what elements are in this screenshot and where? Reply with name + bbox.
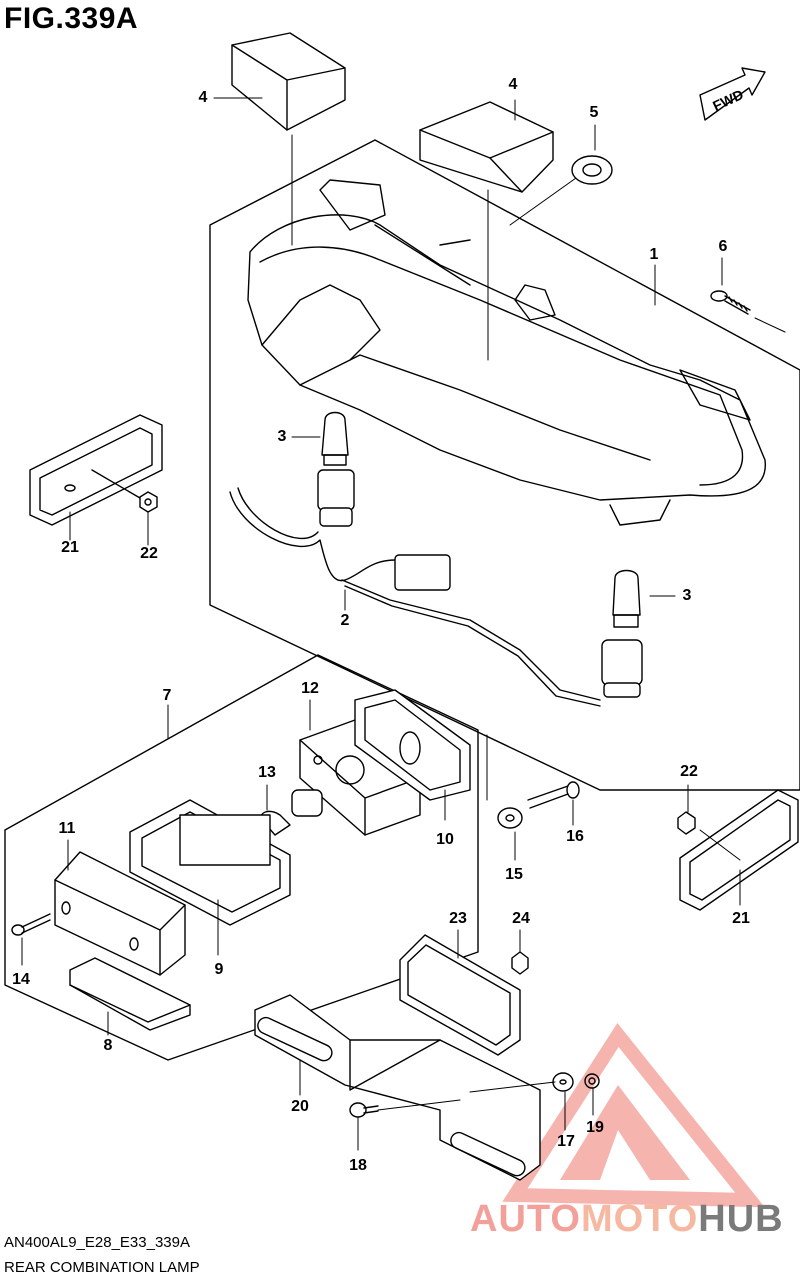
part-23-reflector	[399, 934, 521, 1056]
callout-21-lower: 21	[732, 910, 750, 927]
callout-12: 12	[301, 680, 319, 697]
callout-13: 13	[258, 764, 276, 781]
part-24-nut	[511, 951, 529, 975]
part-4-pad-top	[231, 32, 346, 131]
part-14-screw	[11, 913, 51, 936]
part-15-washer	[497, 807, 523, 829]
part-22-nut-lower	[677, 811, 696, 835]
callout-22-upper: 22	[140, 545, 158, 562]
figure-title: FIG.339A	[4, 2, 139, 35]
part-21-reflector-upper	[29, 414, 163, 526]
part-5-grommet	[571, 155, 613, 185]
callout-11: 11	[58, 820, 76, 837]
assembly-frame-1	[209, 139, 800, 791]
part-19-nut	[584, 1073, 600, 1089]
part-2-wire-harness	[229, 469, 643, 707]
part-22-nut-upper	[139, 491, 158, 513]
part-20-bracket	[254, 994, 541, 1181]
part-17-washer	[552, 1072, 574, 1092]
callout-24: 24	[512, 910, 530, 927]
callout-10: 10	[436, 831, 454, 848]
diagram-caption: REAR COMBINATION LAMP	[4, 1259, 200, 1276]
watermark-logo-triangle	[502, 1023, 765, 1208]
part-3-bulb-upper	[321, 411, 349, 466]
callout-5: 5	[589, 104, 599, 121]
diagram-code: AN400AL9_E28_E33_339A	[4, 1234, 190, 1251]
watermark-logo-inner	[560, 1085, 690, 1180]
callout-17: 17	[557, 1133, 575, 1150]
callout-7: 7	[162, 687, 172, 704]
watermark-hub: HUB	[698, 1198, 784, 1240]
part-3-bulb-lower	[612, 569, 641, 628]
part-16-bolt	[527, 781, 580, 809]
callout-9: 9	[214, 961, 224, 978]
callout-4-top: 4	[198, 89, 208, 106]
callout-6: 6	[718, 238, 728, 255]
callout-4-mid: 4	[508, 76, 518, 93]
part-1-lamp-housing	[247, 179, 766, 526]
part-18-screw	[349, 1102, 379, 1118]
part-8-cover	[69, 957, 191, 1031]
part-4-pad-mid	[419, 101, 554, 193]
leader-lines	[21, 97, 786, 1151]
callout-19: 19	[586, 1119, 604, 1136]
watermark-text: AUTOMOTOHUB	[470, 1198, 784, 1241]
callout-18: 18	[349, 1157, 367, 1174]
watermark-moto: MOTO	[580, 1198, 699, 1240]
callout-23: 23	[449, 910, 467, 927]
part-10-gasket	[354, 689, 471, 801]
part-9-lens-frame	[129, 799, 291, 926]
callout-20: 20	[291, 1098, 309, 1115]
callout-22-lower: 22	[680, 763, 698, 780]
assembly-frame-7	[4, 654, 479, 1061]
callout-16: 16	[566, 828, 584, 845]
fwd-arrow-icon	[699, 67, 766, 121]
callout-2: 2	[340, 612, 350, 629]
part-21-reflector-lower	[679, 789, 799, 911]
callout-1: 1	[649, 246, 659, 263]
watermark-auto: AUTO	[470, 1198, 581, 1240]
callout-21-upper: 21	[61, 539, 79, 556]
callout-3-lower: 3	[682, 587, 692, 604]
callout-14: 14	[12, 971, 30, 988]
part-11-license-lens	[54, 851, 186, 976]
callout-15: 15	[505, 866, 523, 883]
callout-3-upper: 3	[277, 428, 287, 445]
part-6-screw	[710, 290, 751, 315]
callout-8: 8	[103, 1037, 113, 1054]
